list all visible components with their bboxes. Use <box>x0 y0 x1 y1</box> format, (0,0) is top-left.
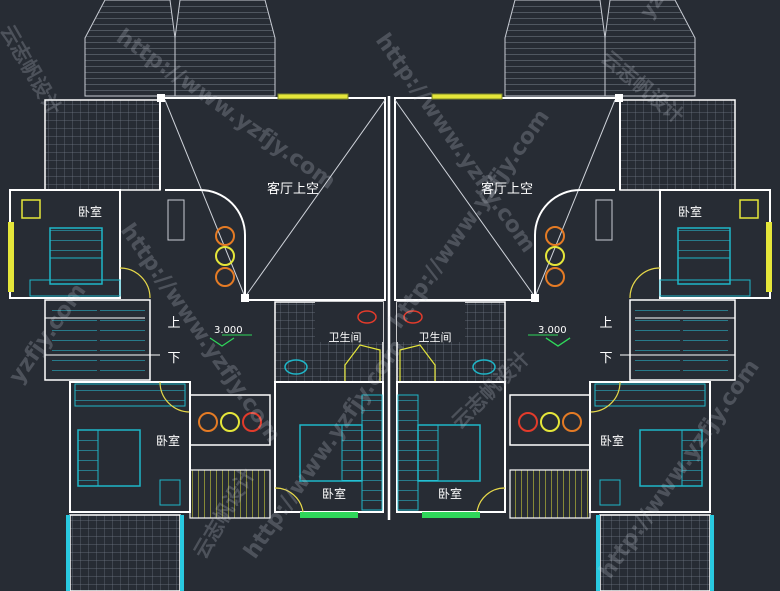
right-unit <box>394 0 773 591</box>
void-cross-line <box>164 99 246 298</box>
chair-icon <box>215 246 235 266</box>
balcony-railing <box>189 469 271 519</box>
cabinet <box>167 199 185 241</box>
bedroom-label: 卧室 <box>322 486 346 501</box>
side-table <box>159 479 181 506</box>
bedroom-label: 卧室 <box>678 204 702 219</box>
chair-icon <box>215 226 235 246</box>
bedroom-label: 卧室 <box>600 433 624 448</box>
level-mark: 3.000 <box>538 325 567 336</box>
shower-corner <box>344 344 381 383</box>
curved-wall <box>165 189 246 297</box>
chair-icon <box>215 267 235 287</box>
wardrobe <box>29 279 121 297</box>
stair-well <box>44 299 151 381</box>
living-void-label: 客厅上空 <box>481 181 533 197</box>
wardrobe <box>74 383 186 407</box>
void-cross-line <box>244 99 386 298</box>
left-unit <box>8 0 386 591</box>
chair-icon <box>198 412 218 432</box>
stair-up-label: 上 <box>167 316 180 331</box>
living-void-label: 客厅上空 <box>267 181 319 197</box>
stair-down-label: 下 <box>599 351 612 366</box>
door-swing <box>274 487 304 513</box>
railing <box>180 515 184 591</box>
balcony-tiled <box>44 99 161 191</box>
washbasin-icon <box>284 359 308 375</box>
bedroom-label: 卧室 <box>78 204 102 219</box>
level-mark: 3.000 <box>214 325 243 336</box>
stair-up-label: 上 <box>599 316 612 331</box>
stair-flight <box>100 305 145 375</box>
window-corner <box>21 199 41 219</box>
level-triangle <box>545 337 571 347</box>
wall <box>159 97 386 301</box>
watermark-brand: 云志帆设计 <box>0 21 66 120</box>
dining-area <box>189 394 271 446</box>
bathroom-label: 卫生间 <box>329 330 362 344</box>
window <box>277 93 349 100</box>
wardrobe <box>361 394 383 511</box>
level-triangle <box>209 337 235 347</box>
window <box>8 222 14 292</box>
door-swing <box>159 381 191 413</box>
roof-hatch <box>174 0 276 97</box>
toilet-icon <box>357 310 377 324</box>
bedroom-label: 卧室 <box>438 486 462 501</box>
bed-headboard <box>49 227 103 259</box>
balcony-railing <box>300 512 358 518</box>
column <box>241 294 249 302</box>
stair-flight <box>52 305 97 375</box>
stair-down-label: 下 <box>167 351 180 366</box>
bathroom-label: 卫生间 <box>419 330 452 344</box>
balcony-tiled <box>69 514 181 591</box>
door-swing <box>119 267 151 299</box>
railing <box>66 515 70 591</box>
bedroom-label: 卧室 <box>156 433 180 448</box>
room-labels: 客厅上空 客厅上空 卧室 卧室 卧室 卧室 卧室 卧室 卫生间 卫生间 上 上 … <box>78 181 702 501</box>
bed-headboard <box>77 429 99 487</box>
column <box>157 94 165 102</box>
chair-icon <box>242 412 262 432</box>
chair-icon <box>220 412 240 432</box>
room-outline <box>69 381 191 513</box>
